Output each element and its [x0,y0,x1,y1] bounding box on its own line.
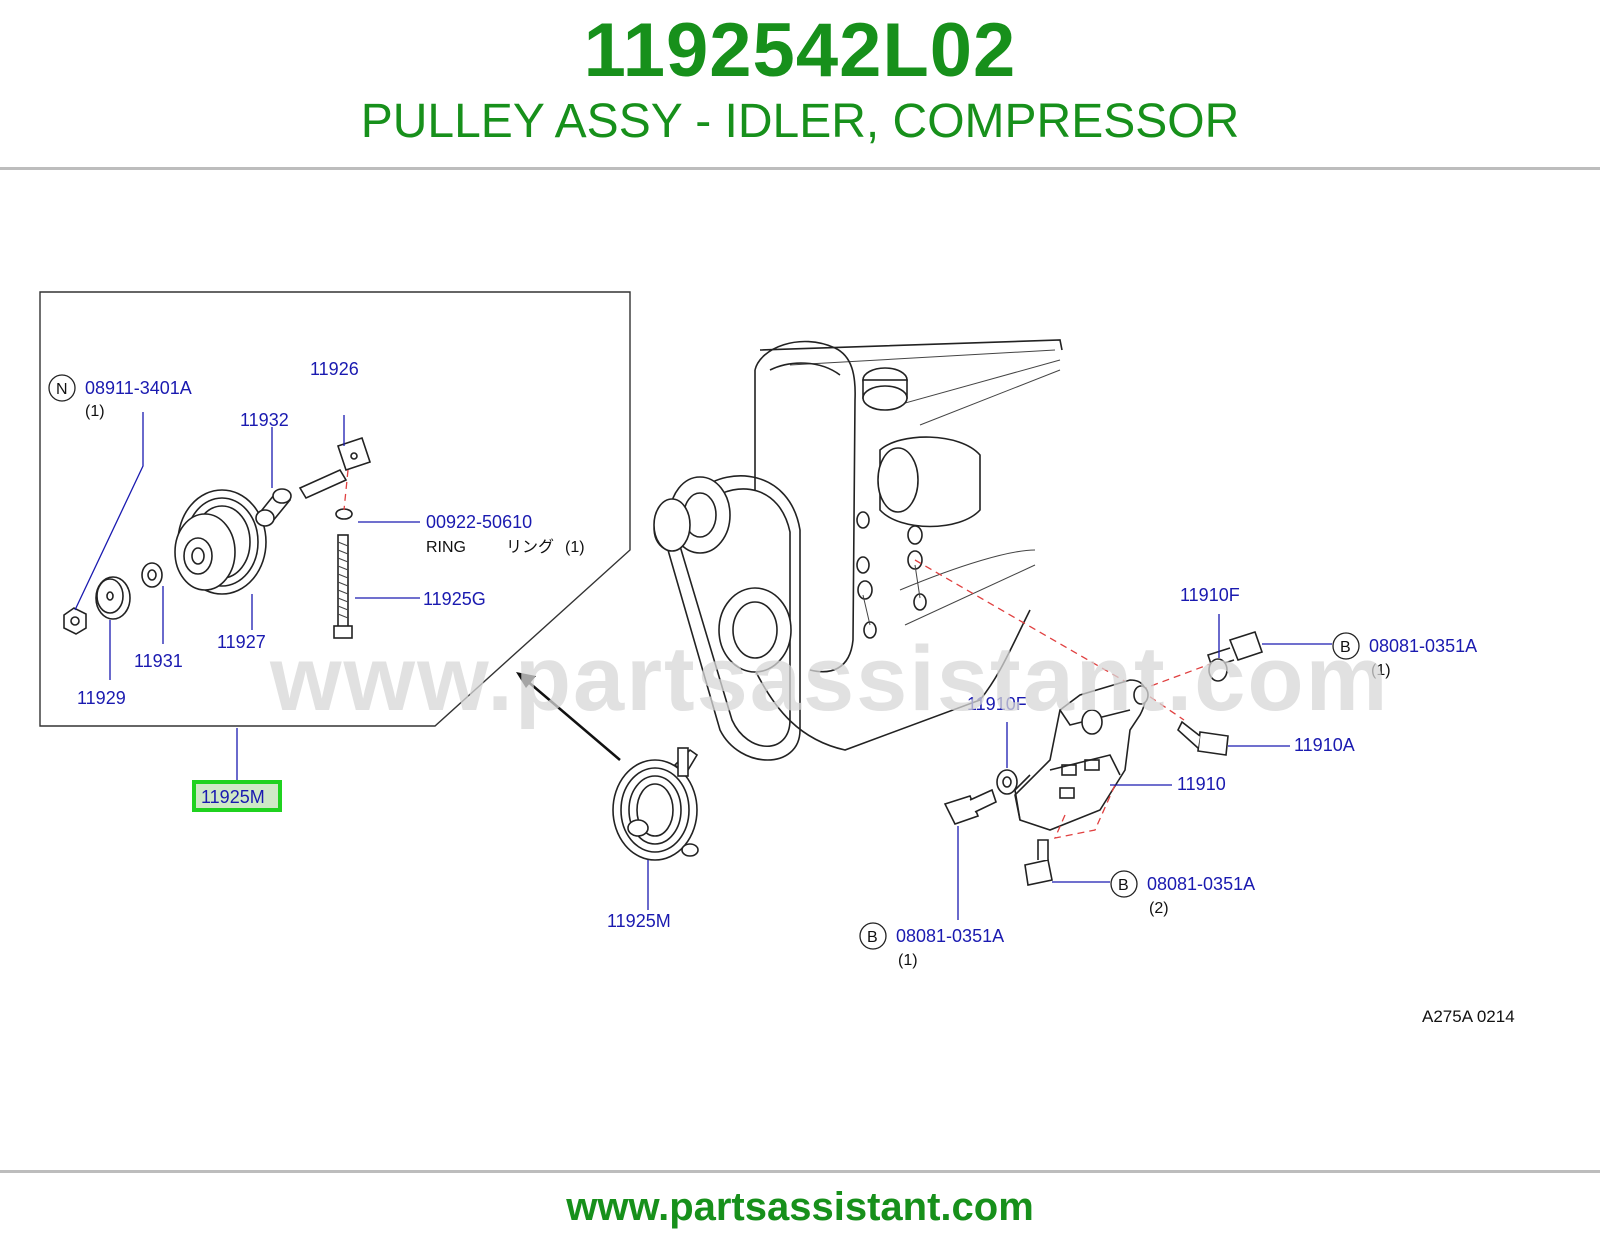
label-08911-3401a[interactable]: 08911-3401A [85,378,192,398]
bolt-bottom-drawing [1024,839,1053,886]
qty-08911-3401a: (1) [85,403,105,420]
label-11910f-mid[interactable]: 11910F [967,694,1027,714]
nut-symbol: N [56,381,68,398]
bolt-symbol-circle-1 [1332,632,1360,660]
diagram-code: A275A 0214 [1422,1007,1515,1026]
idler-pulley-assy-drawing [612,747,699,861]
parts-diagram-svg: N 08911-3401A (1) 11926 11932 00922-5061… [39,291,1515,1026]
label-08081-0351a-2[interactable]: 08081-0351A [1147,874,1255,894]
ring-qty: (1) [565,539,585,556]
label-11927[interactable]: 11927 [217,632,266,652]
label-11931[interactable]: 11931 [134,651,183,671]
bracket-dashed-guide [1053,784,1116,839]
engine-block-drawing [653,339,1063,761]
mount-line-bolt [1139,655,1233,691]
bolt-symbol-2: B [1118,877,1129,894]
mount-line-upper [914,559,1141,691]
exploded-inset: N 08911-3401A (1) 11926 11932 00922-5061… [39,291,631,727]
bracket-11910-drawing [1014,679,1149,831]
highlighted-part-box [192,780,282,812]
label-08081-0351a-1[interactable]: 08081-0351A [1369,636,1477,656]
bolt-symbol-circle-2 [1110,870,1138,898]
ring-name-jp: リング [506,538,554,556]
parts-diagram: N 08911-3401A (1) 11926 11932 00922-5061… [0,170,1600,1170]
stud-11925g-drawing [333,534,353,639]
label-11926[interactable]: 11926 [310,359,359,379]
label-00922-50610[interactable]: 00922-50610 [426,512,532,532]
bolt-symbol-1: B [1340,639,1351,656]
nut-symbol-circle [48,374,76,402]
bolt-symbol-3: B [867,929,878,946]
part-name-subtitle: PULLEY ASSY - IDLER, COMPRESSOR [360,95,1240,148]
nut-drawing [63,607,87,635]
ring-dashed-guide [343,469,349,511]
label-11910f-top[interactable]: 11910F [1180,585,1240,605]
washer-11931-drawing [141,562,163,588]
bolt-left-lower-drawing [943,788,997,825]
label-11929[interactable]: 11929 [77,688,126,708]
bolt-symbol-circle-3 [859,922,887,950]
part-number-title: 1192542L02 [583,8,1017,93]
label-11925g[interactable]: 11925G [423,589,486,609]
washer-11910f-mid-drawing [996,769,1018,795]
footer-url[interactable]: www.partsassistant.com [566,1185,1034,1229]
washer-11929-drawing [95,576,131,620]
header-divider [0,167,1600,170]
inset-pointer-arrow [516,672,621,761]
bolt-11926-drawing [298,436,372,500]
qty-08081-0351a-2: (2) [1149,900,1169,917]
label-11925m[interactable]: 11925M [607,911,671,931]
label-11932[interactable]: 11932 [240,410,289,430]
page-header: 1192542L02 PULLEY ASSY - IDLER, COMPRESS… [0,0,1600,170]
bushing-11932-drawing [255,488,292,527]
bolt-top-right-drawing [1206,631,1264,682]
ring-name-en: RING [426,539,466,556]
bolt-11910a-drawing [1177,720,1229,756]
qty-08081-0351a-1: (1) [1371,662,1391,679]
watermark-text: www.partsassistant.com [269,628,1389,730]
label-11910[interactable]: 11910 [1177,774,1226,794]
highlighted-part-11925m[interactable]: 11925M [201,787,265,807]
footer-divider [0,1170,1600,1173]
pulley-11927-drawing [174,489,267,595]
label-08081-0351a-3[interactable]: 08081-0351A [896,926,1004,946]
qty-08081-0351a-3: (1) [898,952,918,969]
label-11910a[interactable]: 11910A [1294,735,1355,755]
mount-line-bolt-2 [1139,689,1185,721]
